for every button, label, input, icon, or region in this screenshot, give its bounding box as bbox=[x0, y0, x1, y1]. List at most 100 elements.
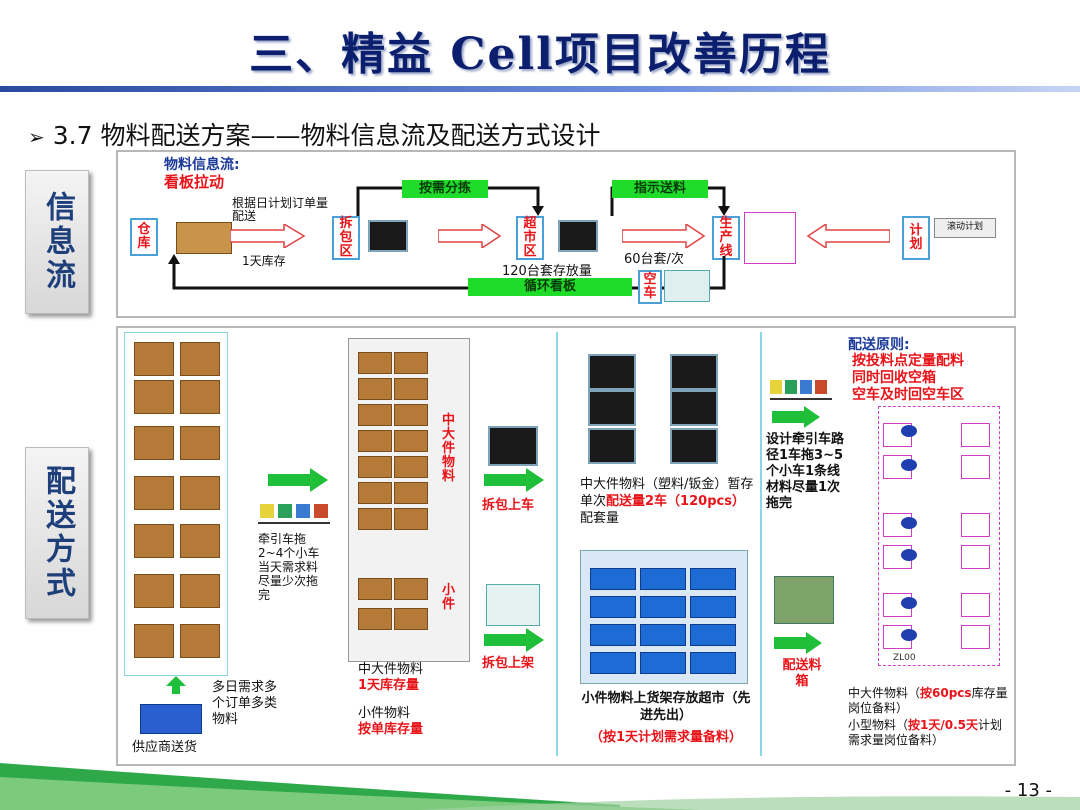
node-empty-cart: 空车 bbox=[638, 270, 662, 304]
final-note-big: 中大件物料（按60pcs库存量岗位备料） bbox=[848, 686, 1008, 715]
cart-image bbox=[670, 354, 718, 390]
column-divider bbox=[556, 332, 558, 756]
arrow-right-icon bbox=[438, 224, 502, 248]
principle-2: 同时回收空箱 bbox=[852, 370, 936, 386]
line-layout-diagram: ZL00 bbox=[878, 406, 1000, 666]
tab-info-flow: 信息流 bbox=[25, 170, 89, 314]
note-stock: 1天库存 bbox=[242, 254, 286, 268]
warehouse-boxes bbox=[176, 222, 232, 254]
node-unpack: 拆包区 bbox=[332, 216, 360, 260]
carton bbox=[180, 476, 220, 510]
carton bbox=[358, 404, 392, 426]
line-layout bbox=[744, 212, 796, 264]
cart-note-b: 配套量 bbox=[580, 511, 620, 526]
bin bbox=[690, 596, 736, 618]
cart-image bbox=[368, 220, 408, 252]
to-cart-label: 拆包上车 bbox=[482, 498, 535, 513]
cart-note-a: 中大件物料（塑料/钣金）暂存单次 bbox=[580, 477, 754, 509]
cart-image bbox=[488, 426, 538, 466]
note-batch: 60台套/次 bbox=[624, 252, 684, 267]
bin-label: 配送料箱 bbox=[782, 658, 822, 689]
carton bbox=[394, 456, 428, 478]
info-flow-heading: 物料信息流: bbox=[164, 157, 240, 173]
carton bbox=[134, 342, 174, 376]
bin bbox=[690, 652, 736, 674]
tractor-note: 牵引车拖2~4个小车当天需求料尽量少次拖完 bbox=[258, 532, 320, 602]
big-stock-title: 中大件物料 bbox=[358, 662, 424, 677]
note-capacity: 120台套存放量 bbox=[502, 264, 592, 279]
carton bbox=[358, 482, 392, 504]
cart-note-red: 配送量2车（120pcs） bbox=[606, 494, 745, 509]
title-underline bbox=[0, 86, 1080, 92]
tab-delivery-label: 配送方式 bbox=[40, 465, 75, 601]
carton bbox=[180, 380, 220, 414]
worker-photo bbox=[774, 576, 834, 624]
arrow-right-icon bbox=[622, 224, 706, 248]
carton bbox=[358, 508, 392, 530]
arrow-right-icon bbox=[774, 632, 822, 654]
bin bbox=[640, 568, 686, 590]
carton bbox=[180, 574, 220, 608]
carton bbox=[180, 524, 220, 558]
empty-cart-image bbox=[664, 270, 710, 302]
carton bbox=[394, 482, 428, 504]
page-number: - 13 - bbox=[1004, 780, 1052, 801]
carton bbox=[180, 342, 220, 376]
node-plan: 计划 bbox=[902, 216, 930, 260]
label-small-parts: 小件 bbox=[442, 583, 456, 612]
arrow-right-icon bbox=[268, 468, 328, 492]
carton bbox=[394, 378, 428, 400]
cart-image bbox=[670, 390, 718, 426]
supplier-truck bbox=[140, 704, 202, 734]
final-note-small: 小型物料（按1天/0.5天计划需求量岗位备料） bbox=[848, 718, 1003, 747]
cart-image bbox=[588, 428, 636, 464]
footer-wave bbox=[0, 763, 1080, 810]
carton bbox=[394, 508, 428, 530]
cart-note: 中大件物料（塑料/钣金）暂存单次配送量2车（120pcs） 配套量 bbox=[580, 476, 754, 527]
carton bbox=[358, 608, 392, 630]
bar-kanban: 循环看板 bbox=[468, 278, 632, 296]
info-flow-mode: 看板拉动 bbox=[164, 173, 225, 191]
principle-3: 空车及时回空车区 bbox=[852, 387, 964, 403]
route-note: 设计牵引车路径1车拖3~5个小车1条线材料尽量1次拖完 bbox=[766, 432, 845, 511]
bin bbox=[640, 624, 686, 646]
info-flow-panel: 物料信息流: 看板拉动 仓库 根据日计划订单量配送 1天库存 拆包区 超市区 1… bbox=[116, 150, 1016, 318]
bin bbox=[640, 596, 686, 618]
plan-sheet: 滚动计划 bbox=[934, 218, 996, 238]
supplier-stock bbox=[124, 332, 228, 676]
label-big-parts: 中大件物料 bbox=[442, 413, 456, 484]
carton bbox=[358, 430, 392, 452]
small-stock-title: 小件物料 bbox=[358, 706, 411, 721]
bullet-arrow-icon: ➢ bbox=[28, 125, 45, 149]
bin bbox=[590, 652, 636, 674]
node-warehouse: 仓库 bbox=[130, 218, 158, 256]
arrow-right-icon bbox=[484, 628, 544, 652]
bin bbox=[590, 596, 636, 618]
arrow-up-icon bbox=[166, 676, 186, 694]
to-shelf-label: 拆包上架 bbox=[482, 656, 535, 671]
bin bbox=[590, 568, 636, 590]
carton bbox=[394, 352, 428, 374]
bar-deliver: 指示送料 bbox=[612, 180, 708, 198]
bin bbox=[690, 568, 736, 590]
cart-image bbox=[558, 220, 598, 252]
carton bbox=[134, 574, 174, 608]
carton bbox=[394, 404, 428, 426]
bin bbox=[640, 652, 686, 674]
tab-delivery-method: 配送方式 bbox=[25, 447, 89, 619]
small-stock-qty: 按单库存量 bbox=[358, 722, 424, 737]
arrow-right-icon bbox=[772, 406, 820, 428]
supplier-label: 供应商送货 bbox=[132, 740, 198, 755]
bin bbox=[590, 624, 636, 646]
cart-image bbox=[588, 390, 636, 426]
arrow-left-icon bbox=[806, 224, 890, 248]
shelf-cart-image bbox=[486, 584, 540, 626]
cart-image bbox=[588, 354, 636, 390]
bar-sort: 按需分拣 bbox=[402, 180, 488, 198]
carton bbox=[394, 608, 428, 630]
carton bbox=[134, 524, 174, 558]
zone-code: ZL00 bbox=[893, 653, 916, 663]
page-title: 三、精益 Cell项目改善历程 bbox=[249, 29, 831, 80]
carton bbox=[358, 378, 392, 400]
tab-info-flow-label: 信息流 bbox=[40, 191, 75, 293]
